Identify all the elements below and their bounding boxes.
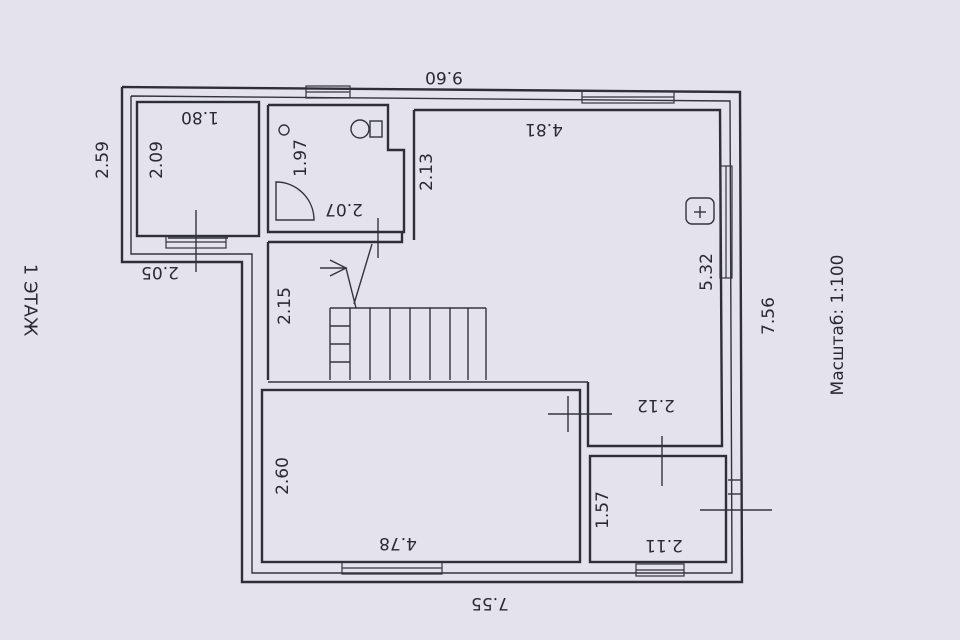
small-room-width: 1.80 — [181, 107, 219, 127]
corner-room-width: 2.11 — [645, 535, 683, 555]
bottom-room-height: 2.60 — [273, 457, 293, 495]
dim-right-height: 7.56 — [759, 297, 779, 335]
main-room-width: 4.81 — [525, 119, 563, 139]
edge-text: 1 ЭТАЖ — [19, 263, 41, 337]
dim-left-block-height: 2.59 — [93, 141, 113, 179]
main-room-height: 5.32 — [697, 253, 717, 291]
bathroom-width: 2.07 — [325, 199, 363, 219]
dim-bottom-width: 7.55 — [471, 593, 509, 613]
dim-top-width: 9.60 — [425, 67, 463, 87]
bathroom — [266, 103, 406, 258]
scale-label: Масштаб: 1:100 — [828, 254, 848, 396]
staircase — [266, 232, 487, 380]
windows — [165, 85, 733, 577]
bathroom-side: 2.13 — [417, 153, 437, 191]
stair-hall-height: 2.15 — [275, 287, 295, 325]
outer-walls — [120, 85, 744, 584]
small-room-height: 2.09 — [147, 141, 167, 179]
bottom-room-width: 4.78 — [379, 533, 417, 553]
corner-room-top: 2.12 — [637, 395, 675, 415]
corner-room-height: 1.57 — [593, 491, 613, 529]
corner-room — [588, 436, 772, 564]
main-room — [412, 108, 724, 448]
small-room-bottom: 2.05 — [141, 262, 179, 282]
bottom-room — [260, 381, 612, 564]
bathroom-height: 1.97 — [291, 139, 311, 177]
